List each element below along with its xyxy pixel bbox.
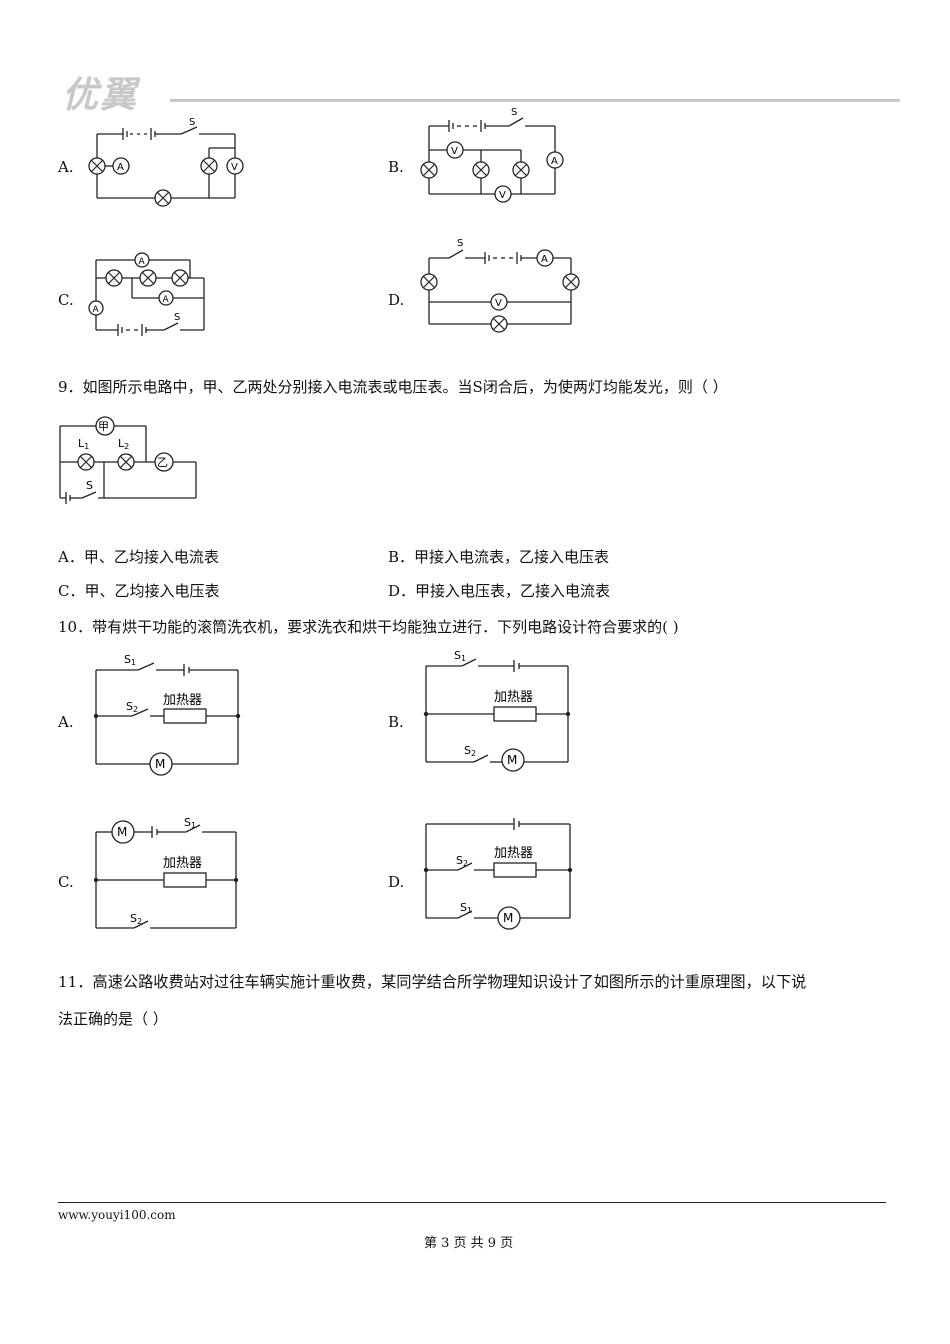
q10-option-c: C. xyxy=(58,873,74,891)
footer-rule xyxy=(58,1202,886,1203)
q10a-s2: S2 xyxy=(126,700,138,714)
q11-line2: 法正确的是（ ） xyxy=(58,1010,168,1028)
q10b-s2: S2 xyxy=(464,744,476,758)
q10c-motor: M xyxy=(117,825,127,839)
q9-yi-label: 乙 xyxy=(157,456,168,469)
q8b-voltmeter-top: V xyxy=(451,146,458,157)
q9-option-d: D．甲接入电压表，乙接入电流表 xyxy=(388,582,611,600)
q10b-motor: M xyxy=(507,753,517,767)
q9-option-c: C．甲、乙均接入电压表 xyxy=(58,582,220,600)
q10-question: 10．带有烘干功能的滚筒洗衣机，要求洗衣和烘干均能独立进行．下列电路设计符合要求… xyxy=(58,618,679,636)
q8c-switch-label: S xyxy=(174,312,180,323)
q9-l2-label: L2 xyxy=(118,437,129,451)
q9-l1-label: L1 xyxy=(78,437,89,451)
q8-option-c: C. xyxy=(58,291,74,309)
q8a-ammeter-label: A xyxy=(117,162,124,173)
q8-circuit-d: A V S xyxy=(420,238,580,333)
q8-option-b: B. xyxy=(388,158,404,176)
header-rule xyxy=(170,99,900,102)
q8b-ammeter: A xyxy=(551,156,558,167)
q10-circuit-c: M 加热器 S1 S2 xyxy=(93,816,239,929)
q10d-heater: 加热器 xyxy=(494,846,533,861)
q8-circuit-a: A V S xyxy=(88,118,244,207)
q10-circuit-a: M 加热器 S1 S2 xyxy=(93,653,241,776)
q10a-s1: S1 xyxy=(124,653,136,667)
q8d-switch-label: S xyxy=(457,238,463,249)
q10-circuit-d: M 加热器 S2 S1 xyxy=(423,818,573,930)
q10d-s1: S1 xyxy=(460,901,472,915)
q10-circuit-b: M 加热器 S1 S2 xyxy=(423,649,571,772)
q8b-switch-label: S xyxy=(511,107,517,118)
q8c-ammeter-left: A xyxy=(93,305,100,315)
q10c-s1: S1 xyxy=(184,816,196,830)
q9-option-a: A．甲、乙均接入电流表 xyxy=(58,548,219,566)
q10c-heater: 加热器 xyxy=(163,856,202,871)
q10d-s2: S2 xyxy=(456,854,468,868)
footer-page-number: 第 3 页 共 9 页 xyxy=(424,1236,514,1251)
q8-circuit-c: A A A S xyxy=(88,252,205,336)
q10b-s1: S1 xyxy=(454,649,466,663)
q8-option-d: D. xyxy=(388,291,405,309)
q8-option-a: A. xyxy=(58,158,74,176)
q8d-voltmeter: V xyxy=(495,298,502,309)
q9-jia-label: 甲 xyxy=(98,420,109,433)
q8c-ammeter-top: A xyxy=(139,257,146,267)
q8-circuit-b: V A V S xyxy=(420,107,564,203)
q8a-voltmeter-label: V xyxy=(231,162,238,173)
q8b-voltmeter-bottom: V xyxy=(499,190,506,201)
q10-option-b: B. xyxy=(388,713,404,731)
q8c-ammeter-mid: A xyxy=(163,295,170,305)
q9-s-label: S xyxy=(86,479,93,492)
q10a-heater: 加热器 xyxy=(163,693,202,708)
q9-option-b: B．甲接入电流表，乙接入电压表 xyxy=(388,548,610,566)
q8d-ammeter: A xyxy=(541,254,548,265)
q8a-switch-label: S xyxy=(189,118,195,128)
q10a-motor: M xyxy=(155,757,165,771)
q10c-s2: S2 xyxy=(130,912,142,926)
q10d-motor: M xyxy=(503,911,513,925)
q11-line1: 11．高速公路收费站对过往车辆实施计重收费，某同学结合所学物理知识设计了如图所示… xyxy=(58,973,807,991)
q9-question: 9．如图所示电路中，甲、乙两处分别接入电流表或电压表。当S闭合后，为使两灯均能发… xyxy=(58,378,728,396)
q10-option-d: D. xyxy=(388,873,405,891)
q10b-heater: 加热器 xyxy=(494,690,533,705)
q10-option-a: A. xyxy=(58,713,74,731)
q9-circuit: 甲 乙 L1 L2 S xyxy=(59,416,197,504)
header-logo: 优翼 xyxy=(62,75,139,116)
footer-url: www.youyi100.com xyxy=(58,1208,176,1222)
